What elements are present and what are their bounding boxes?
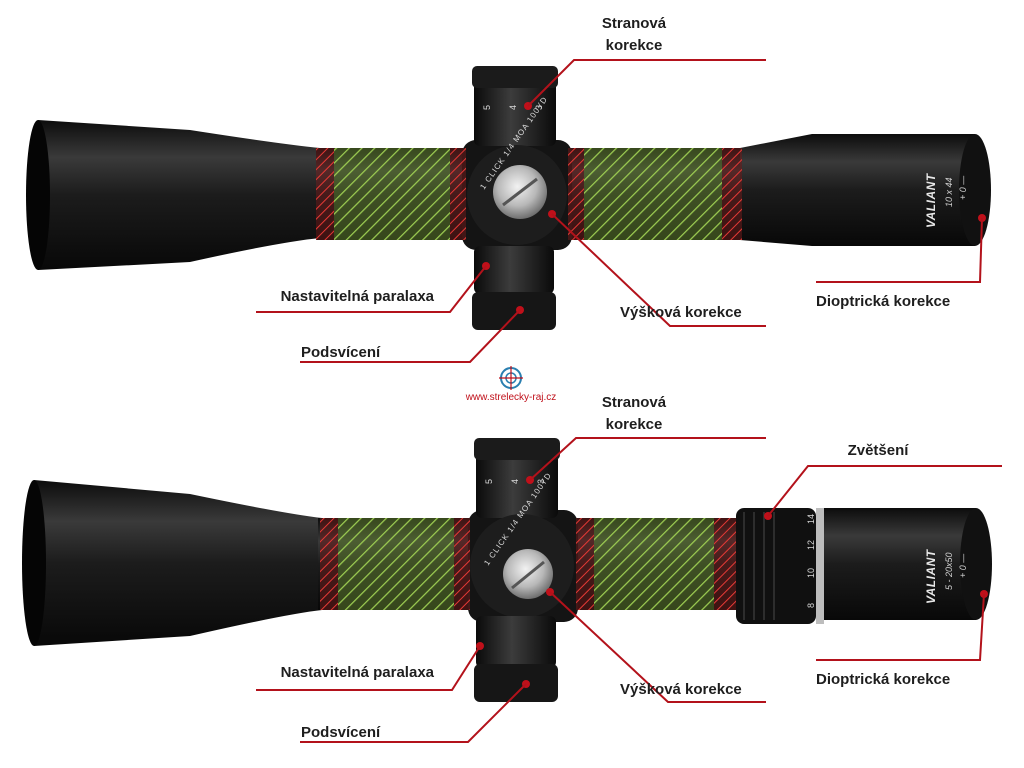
label-magnification-bottom: Zvětšení	[848, 442, 910, 459]
callout-parallax-top: Nastavitelná paralaxa	[256, 262, 490, 313]
label-parallax-top: Nastavitelná paralaxa	[281, 288, 435, 305]
callout-illumination-bottom: Podsvícení	[300, 680, 530, 743]
callout-elevation-top: Výšková korekce	[548, 210, 766, 327]
mount-zone-red-right-bottom-b	[714, 518, 736, 610]
zoom-mark-3: 12	[806, 540, 816, 550]
mount-zone-red-right-top-b	[722, 148, 742, 240]
callout-diopter-top: Dioptrická korekce	[816, 214, 986, 310]
callout-windage-top: Stranová korekce	[524, 15, 766, 110]
label-windage-top-1: Stranová	[602, 15, 667, 32]
objective-bell-bottom	[30, 480, 322, 646]
objective-lens-rim	[26, 120, 50, 270]
model-label-top: 10 x 44	[944, 177, 954, 207]
callout-windage-bottom: Stranová korekce	[526, 394, 766, 484]
windage-knob-cap-bottom	[474, 438, 560, 460]
cap-slot-top	[502, 177, 538, 207]
callout-illumination-top: Podsvícení	[300, 306, 524, 363]
mount-zone-green-right-bottom	[594, 518, 714, 610]
diopter-marks-top: + 0 —	[958, 175, 968, 200]
windage-knob-cap-top	[472, 66, 558, 88]
diopter-marks-bottom: + 0 —	[958, 553, 968, 578]
scope-top: VALIANT 10 x 44 + 0 — 5 4 3 1 CLICK 1/4 …	[26, 15, 991, 363]
mount-zone-red-left-top-b	[450, 148, 466, 240]
label-illumination-bottom: Podsvícení	[301, 724, 381, 741]
objective-bell	[34, 120, 320, 270]
callout-elevation-bottom: Výšková korekce	[546, 588, 766, 703]
watermark-text: www.strelecky-raj.cz	[465, 392, 557, 403]
parallax-knob-bottom	[476, 616, 556, 668]
mount-zone-green-left-bottom	[338, 518, 454, 610]
silver-ring	[816, 508, 824, 624]
mount-zone-red-left-top-a	[316, 148, 334, 240]
eyepiece-body-bottom	[824, 508, 976, 620]
brand-logo-top: VALIANT	[924, 172, 938, 228]
mount-zone-red-left-bottom-b	[454, 518, 470, 610]
windage-scale-top-b: 4	[508, 105, 518, 110]
windage-scale-top-c: 3	[534, 105, 544, 110]
label-windage-bottom-2: korekce	[606, 416, 663, 433]
mount-zone-red-right-bottom-a	[576, 518, 594, 610]
mount-zone-green-left-top	[334, 148, 450, 240]
callout-parallax-bottom: Nastavitelná paralaxa	[256, 642, 484, 691]
windage-scale-bottom-a: 5	[484, 479, 494, 484]
illumination-knob-bottom	[474, 664, 558, 702]
brand-logo-bottom: VALIANT	[924, 548, 938, 604]
windage-scale-bottom-c: 3	[536, 479, 546, 484]
label-illumination-top: Podsvícení	[301, 344, 381, 361]
callout-magnification-bottom: Zvětšení	[764, 442, 1002, 520]
label-parallax-bottom: Nastavitelná paralaxa	[281, 664, 435, 681]
crosshair-target-icon	[499, 366, 523, 390]
zoom-ribs	[743, 512, 775, 620]
zoom-mark-1: 8	[806, 603, 816, 608]
illumination-knob-top	[472, 292, 556, 330]
model-label-bottom: 5 - 20x50	[944, 552, 954, 590]
eyepiece-body	[740, 134, 975, 246]
label-windage-top-2: korekce	[606, 37, 663, 54]
callout-diopter-bottom: Dioptrická korekce	[816, 590, 988, 688]
mount-zone-red-right-top-a	[568, 148, 584, 240]
label-diopter-top: Dioptrická korekce	[816, 293, 950, 310]
zoom-mark-4: 14	[806, 514, 816, 524]
parallax-knob-top	[474, 246, 554, 294]
zoom-ring-bottom	[736, 508, 816, 624]
windage-scale-bottom-b: 4	[510, 479, 520, 484]
windage-scale-top: 5	[482, 105, 492, 110]
mount-zone-red-left-bottom-a	[320, 518, 338, 610]
zoom-mark-2: 10	[806, 568, 816, 578]
label-elevation-top: Výšková korekce	[620, 304, 742, 321]
scope-bottom: 8 10 12 14 VALIANT 5 - 20x50 + 0 — 5 4 3…	[22, 394, 1002, 743]
label-windage-bottom-1: Stranová	[602, 394, 667, 411]
objective-lens-rim-bottom	[22, 480, 46, 646]
watermark: www.strelecky-raj.cz	[465, 366, 557, 403]
mount-zone-green-right-top	[584, 148, 722, 240]
label-elevation-bottom: Výšková korekce	[620, 681, 742, 698]
label-diopter-bottom: Dioptrická korekce	[816, 671, 950, 688]
cap-slot-bottom	[511, 560, 545, 590]
